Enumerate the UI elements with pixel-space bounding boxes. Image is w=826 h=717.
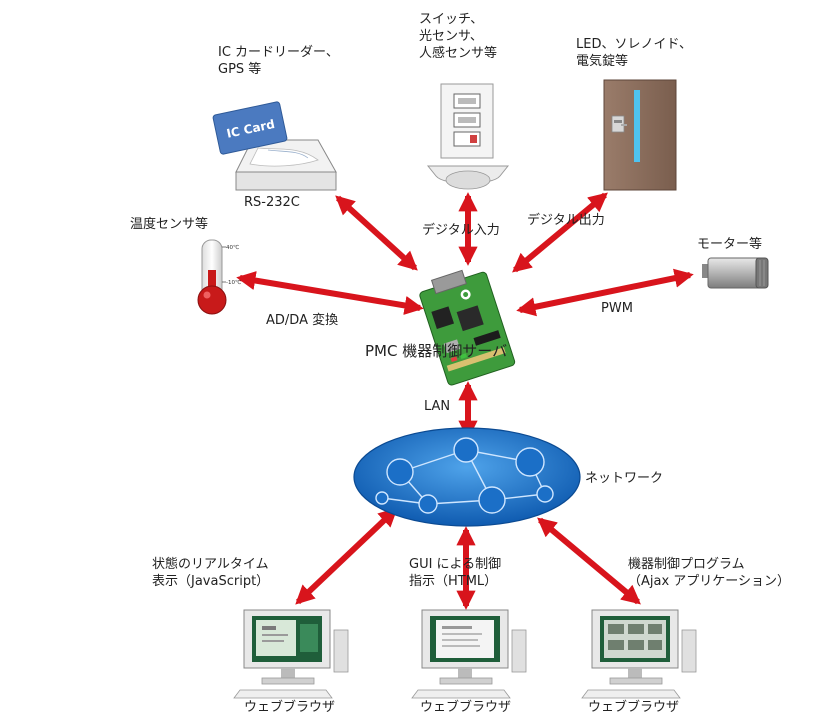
browser-caption-center: ウェブブラウザ [420,700,512,715]
network-label: ネットワーク [585,471,664,486]
ic-card-reader-label-line-2: GPS 等 [218,62,262,77]
client-right-label: 機器制御プログラム （Ajax アプリケーション） [628,556,790,590]
ic-card-reader-label-line-1: IC カードリーダー、 [218,45,339,60]
arrow-digital-output [512,192,608,273]
client-right-label-line-1: 機器制御プログラム [628,557,745,572]
switch-sensor-label: スイッチ、 光センサ、 人感センサ等 [419,11,497,62]
browser-caption-left: ウェブブラウザ [244,700,336,715]
client-center-label: GUI による制御 指示（HTML） [409,556,501,590]
switch-sensor-label-line-3: 人感センサ等 [419,46,498,61]
digital-input-label: デジタル入力 [422,223,500,238]
arrow-ad-da [236,271,424,315]
browser-caption-right: ウェブブラウザ [588,700,680,715]
switch-sensor-label-line-2: 光センサ、 [419,29,483,44]
client-right-label-line-2: （Ajax アプリケーション） [628,574,791,589]
motor-label: モーター等 [697,237,763,252]
computer-icon-center [411,609,527,699]
thermo-tick-low: -10℃ [226,279,241,286]
pmc-server-label: PMC 機器制御サーバ [365,342,508,360]
digital-output-label: デジタル出力 [527,213,605,228]
connection-arrows [236,192,694,610]
pmc-board-icon [419,269,516,386]
ic-card-reader-label: IC カードリーダー、 GPS 等 [218,44,339,78]
client-center-label-line-1: GUI による制御 [409,557,502,572]
computer-icon-right [581,609,697,699]
network-cloud-icon [353,427,581,527]
client-left-label-line-1: 状態のリアルタイム [152,557,269,572]
motor-icon [702,257,769,289]
lan-label: LAN [424,399,451,414]
thermo-tick-high: 40℃ [226,244,239,251]
led-solenoid-label-line-2: 電気錠等 [576,54,629,69]
client-left-label: 状態のリアルタイム 表示（JavaScript） [152,556,269,590]
motion-sensor-icon [426,165,510,190]
door-icon [603,79,677,191]
computer-icon-left [233,609,349,699]
arrow-pwm [516,268,694,317]
rs232c-label: RS-232C [244,195,300,210]
led-solenoid-label-line-1: LED、ソレノイド、 [576,37,692,52]
ad-da-label: AD/DA 変換 [266,313,339,328]
led-solenoid-label: LED、ソレノイド、 電気錠等 [576,36,692,70]
arrow-client-right [537,517,641,605]
arrow-rs232c [335,195,418,271]
switch-panel-icon [440,83,494,159]
client-left-label-line-2: 表示（JavaScript） [152,574,270,589]
switch-sensor-label-line-1: スイッチ、 [419,12,484,27]
ic-card-reader-icon: IC Card [212,101,337,191]
temperature-sensor-label: 温度センサ等 [130,217,209,232]
arrow-client-left [295,507,398,605]
pwm-label: PWM [601,301,633,316]
client-center-label-line-2: 指示（HTML） [409,574,498,589]
thermometer-icon: 40℃ -10℃ [197,239,241,315]
